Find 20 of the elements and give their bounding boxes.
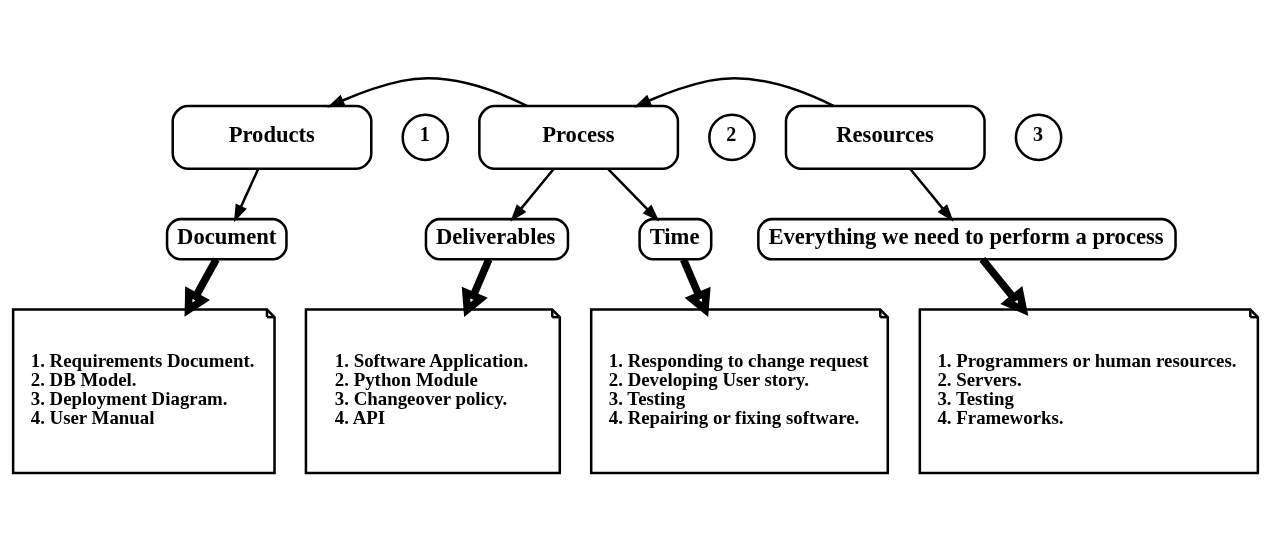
arrow xyxy=(680,257,711,318)
node-circle: 3 xyxy=(1014,113,1063,162)
node-box: Time xyxy=(638,217,713,261)
arrow xyxy=(607,168,660,222)
arrow xyxy=(461,257,493,318)
node-box: Everything we need to perform a process xyxy=(757,217,1177,261)
arrow xyxy=(327,77,528,108)
node-box: Process xyxy=(478,104,680,171)
node-circle: 1 xyxy=(401,113,450,162)
node-box: Document xyxy=(165,217,288,261)
arrow xyxy=(633,77,835,108)
node-box: Products xyxy=(171,104,373,171)
arrow xyxy=(184,257,220,317)
node-box: Resources xyxy=(784,104,986,171)
node-box: Deliverables xyxy=(424,217,570,261)
arrow xyxy=(979,257,1029,316)
node-circle: 2 xyxy=(708,113,756,162)
arrow xyxy=(909,168,954,222)
arrow xyxy=(233,168,260,223)
arrow xyxy=(510,168,555,222)
